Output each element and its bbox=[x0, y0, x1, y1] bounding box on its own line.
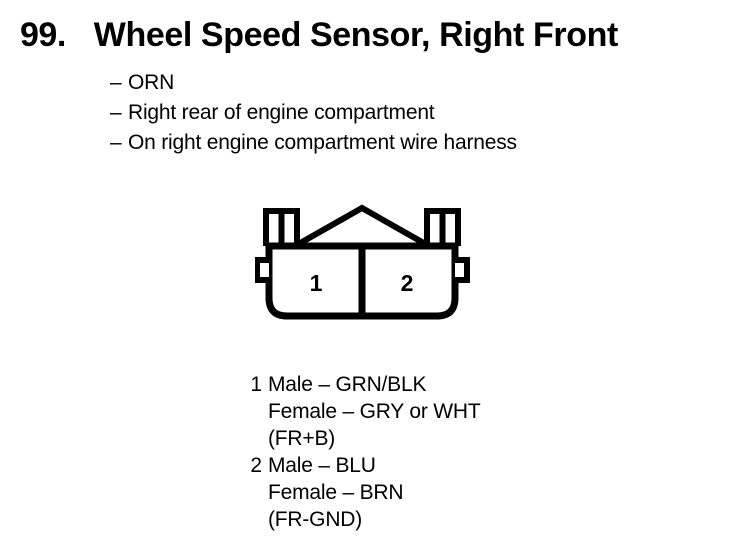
legend-line-male: Male – BLU bbox=[268, 454, 376, 477]
legend-line-circuit: (FR-GND) bbox=[268, 508, 363, 531]
connector-symbol-svg: 1 2 bbox=[255, 204, 470, 320]
detail-list-item-label: Right rear of engine compartment bbox=[128, 101, 435, 124]
detail-list: –ORN –Right rear of engine compartment –… bbox=[110, 68, 517, 158]
right-side-notch-icon bbox=[455, 257, 470, 283]
detail-list-item-label: ORN bbox=[128, 71, 175, 94]
detail-list-item: –Right rear of engine compartment bbox=[110, 98, 517, 128]
dash-icon: – bbox=[110, 131, 122, 154]
legend-entry: 2 Male – BLU Female – BRN (FR-GND) bbox=[240, 452, 570, 533]
left-side-notch-icon bbox=[255, 257, 269, 283]
legend-line-circuit: (FR+B) bbox=[268, 427, 336, 450]
title-row: 99. Wheel Speed Sensor, Right Front bbox=[20, 16, 618, 55]
detail-list-item: –ORN bbox=[110, 68, 517, 98]
legend-line-male: Male – GRN/BLK bbox=[268, 373, 427, 396]
pin-legend: 1 Male – GRN/BLK Female – GRY or WHT (FR… bbox=[240, 371, 570, 533]
connector-roof-peak-icon bbox=[293, 204, 431, 249]
cavity-label-2: 2 bbox=[401, 270, 414, 296]
legend-line-female: Female – GRY or WHT bbox=[268, 400, 481, 423]
legend-pin-number: 2 bbox=[250, 454, 262, 477]
connector-diagram: 1 2 bbox=[255, 198, 470, 328]
page-title: Wheel Speed Sensor, Right Front bbox=[93, 16, 619, 54]
dash-icon: – bbox=[110, 101, 122, 124]
detail-list-item: –On right engine compartment wire harnes… bbox=[110, 128, 517, 158]
dash-icon: – bbox=[110, 71, 122, 94]
legend-entry: 1 Male – GRN/BLK Female – GRY or WHT (FR… bbox=[240, 371, 570, 452]
legend-pin-number: 1 bbox=[250, 373, 262, 396]
entry-number: 99. bbox=[20, 16, 66, 54]
legend-lines: Male – BLU Female – BRN (FR-GND) bbox=[268, 452, 570, 533]
legend-lines: Male – GRN/BLK Female – GRY or WHT (FR+B… bbox=[268, 371, 570, 452]
cavity-label-1: 1 bbox=[310, 270, 323, 296]
detail-list-item-label: On right engine compartment wire harness bbox=[128, 131, 517, 154]
legend-line-female: Female – BRN bbox=[268, 481, 404, 504]
